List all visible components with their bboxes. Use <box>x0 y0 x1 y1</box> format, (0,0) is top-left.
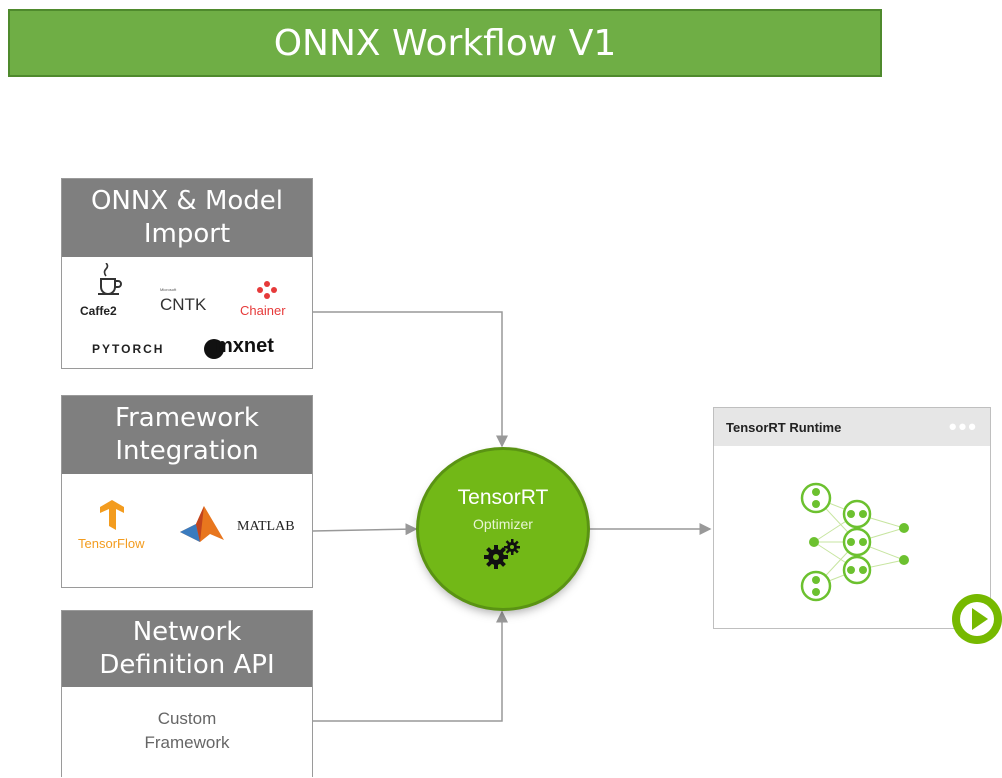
mxnet-icon <box>204 339 224 359</box>
pytorch-logo: PYTORCH <box>92 342 165 356</box>
tensorrt-optimizer-node: TensorRT Optimizer <box>419 450 587 608</box>
caffe2-logo: Caffe2 <box>80 304 117 318</box>
diagram-title-banner: ONNX Workflow V1 <box>8 9 882 77</box>
custom-framework-label-2: Framework <box>144 733 230 752</box>
framework-integration-box: Framework Integration TensorFlow MATLAB <box>61 395 313 588</box>
framework-integration-logos: TensorFlow MATLAB <box>62 474 312 587</box>
connector-framework-to-optimizer <box>312 523 418 536</box>
microsoft-label: Microsoft <box>160 287 177 292</box>
play-icon <box>952 594 1002 644</box>
network-definition-title-2: Definition API <box>99 650 275 680</box>
tensorrt-runtime-window: TensorRT Runtime ••• <box>713 407 991 629</box>
chainer-icon <box>257 281 277 299</box>
optimizer-title: TensorRT <box>457 486 549 509</box>
window-menu-dots: ••• <box>948 414 978 439</box>
onnx-model-import-header: ONNX & Model Import <box>62 179 312 257</box>
cntk-logo: CNTK <box>160 295 207 314</box>
mxnet-logo: mxnet <box>215 335 274 357</box>
framework-integration-title-1: Framework <box>115 403 259 433</box>
matlab-logo: MATLAB <box>237 519 295 534</box>
framework-integration-title-2: Integration <box>115 436 259 466</box>
diagram-title: ONNX Workflow V1 <box>273 22 617 64</box>
network-definition-title-1: Network <box>132 617 242 647</box>
optimizer-subtitle: Optimizer <box>473 516 533 532</box>
network-definition-header: Network Definition API <box>62 611 312 687</box>
neural-network-icon <box>800 482 909 602</box>
runtime-title-bar: TensorRT Runtime ••• <box>714 408 990 446</box>
connector-network-to-optimizer <box>313 610 508 722</box>
onnx-model-import-title-1: ONNX & Model <box>90 186 284 216</box>
runtime-title: TensorRT Runtime <box>726 419 842 435</box>
chainer-logo: Chainer <box>240 303 286 318</box>
onnx-model-import-box: ONNX & Model Import Caffe2 Microsoft CNT… <box>61 178 313 369</box>
caffe2-cup-icon <box>98 263 122 295</box>
custom-framework-label-1: Custom <box>157 709 217 728</box>
framework-integration-header: Framework Integration <box>62 396 312 474</box>
connector-onnx-to-optimizer <box>313 311 508 448</box>
onnx-model-import-logos: Caffe2 Microsoft CNTK Chainer PYTORCH mx… <box>62 257 312 368</box>
network-definition-box: Network Definition API Custom Framework <box>61 610 313 777</box>
matlab-icon <box>180 506 224 542</box>
tensorflow-icon <box>100 500 124 530</box>
onnx-model-import-title-2: Import <box>143 219 231 249</box>
gears-icon <box>484 539 520 569</box>
custom-framework-body: Custom Framework <box>62 687 312 778</box>
tensorflow-logo: TensorFlow <box>78 536 145 551</box>
